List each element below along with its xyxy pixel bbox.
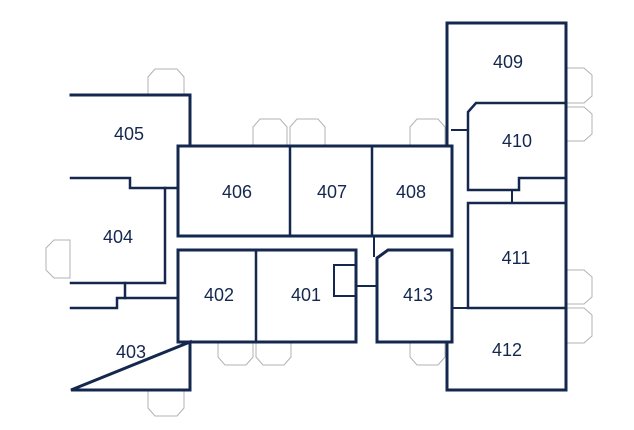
wall-404-403	[69, 296, 180, 310]
room-402-label[interactable]: 402	[204, 285, 234, 305]
room-411-label[interactable]: 411	[502, 248, 531, 268]
door-412-right	[565, 307, 593, 344]
door-401-bottom	[255, 341, 292, 366]
west-wing-outline	[69, 93, 192, 392]
central-outline	[176, 144, 454, 344]
door-410-right	[565, 106, 593, 142]
door-405-top	[147, 68, 185, 97]
wall-404-east	[69, 186, 167, 285]
door-411-right	[565, 269, 593, 305]
room-401-label[interactable]: 401	[291, 285, 321, 305]
door-403-bottom	[147, 389, 185, 417]
door-413-bottom	[409, 341, 446, 366]
door-409-right	[565, 67, 593, 104]
door-407-top	[289, 118, 326, 147]
door-markers	[45, 67, 593, 417]
wall-413-outline	[375, 248, 454, 344]
room-410-label[interactable]: 410	[502, 131, 532, 151]
interior-walls	[69, 101, 568, 344]
door-408-top	[409, 118, 446, 147]
exterior-walls	[69, 21, 568, 392]
wall-corridor-link	[355, 235, 378, 287]
east-wing-outline	[445, 21, 568, 392]
wall-405-404	[69, 176, 180, 190]
room-404-label[interactable]: 404	[103, 227, 133, 247]
door-402-bottom	[217, 341, 254, 366]
room-409-label[interactable]: 409	[493, 52, 523, 72]
wall-410-outline	[466, 101, 568, 192]
room-406-label[interactable]: 406	[222, 182, 252, 202]
door-406-top	[252, 118, 288, 147]
door-404-left	[45, 239, 71, 279]
room-labels: 405 404 403 406 407 408 402 401 413 409 …	[103, 52, 532, 362]
room-405-label[interactable]: 405	[114, 124, 144, 144]
room-403-label[interactable]: 403	[116, 342, 146, 362]
room-408-label[interactable]: 408	[396, 182, 426, 202]
room-412-label[interactable]: 412	[492, 340, 522, 360]
room-407-label[interactable]: 407	[317, 182, 347, 202]
wall-401-closet	[333, 264, 357, 297]
room-413-label[interactable]: 413	[403, 285, 433, 305]
